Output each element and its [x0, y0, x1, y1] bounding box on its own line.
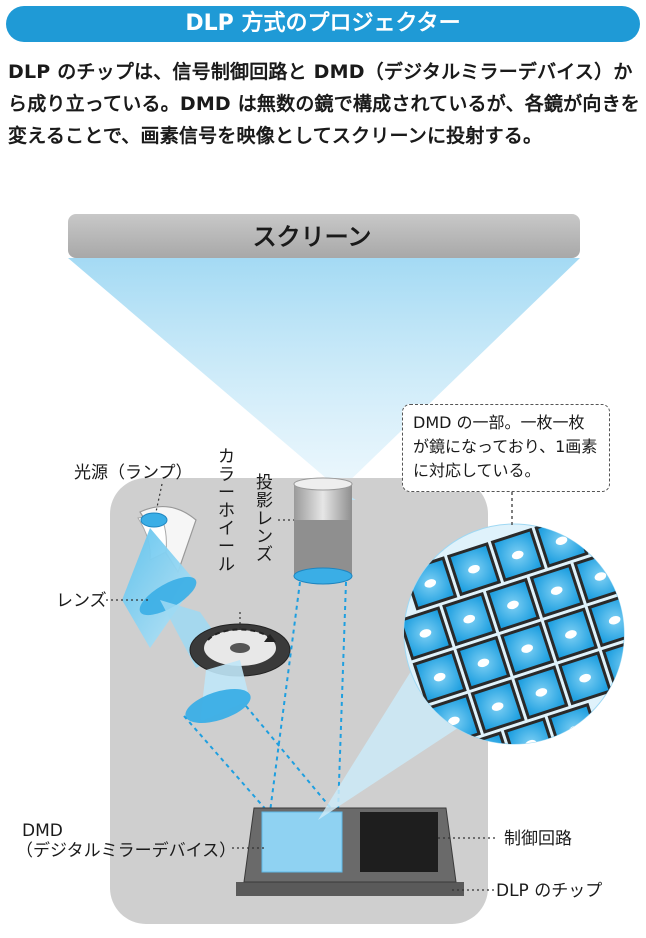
dmd-panel — [261, 811, 343, 873]
control-circuit-panel — [360, 812, 438, 872]
dmd-full-label: （デジタルミラーデバイス） — [16, 840, 236, 861]
screen — [68, 214, 580, 258]
dlp-chip-label: DLP のチップ — [496, 881, 602, 901]
title-text: DLP 方式のプロジェクター — [185, 11, 461, 36]
leader-lines — [106, 483, 496, 891]
color-wheel-hub — [230, 643, 250, 653]
projection-lens-top — [293, 477, 353, 491]
dlp-chip-base — [236, 882, 464, 896]
relay-lens — [185, 689, 251, 723]
projection-lens-glass — [293, 567, 353, 585]
projection-lens-label: 投影レンズ — [256, 473, 273, 565]
color-wheel-label: カラーホイール — [218, 447, 235, 575]
title-banner: DLP 方式のプロジェクター — [6, 6, 640, 42]
lamp-bulb — [140, 512, 168, 528]
projection-beam — [68, 258, 580, 490]
condenser-lens — [139, 576, 197, 616]
projection-lens-band — [294, 520, 352, 574]
light-source-label: 光源（ランプ） — [74, 463, 193, 483]
dmd-label: DMD — [22, 821, 63, 841]
screen-label: スクリーン — [253, 223, 372, 251]
dmd-callout: DMD の一部。一枚一枚が鏡になっており、1画素に対応している。 — [402, 404, 610, 492]
description-text: DLP のチップは、信号制御回路と DMD（デジタルミラーデバイス）から成り立っ… — [8, 61, 640, 147]
rotation-arrow-head — [264, 634, 276, 642]
control-circuit-label: 制御回路 — [504, 829, 572, 849]
lens-label: レンズ — [56, 591, 107, 611]
light-path-lines — [183, 581, 347, 813]
